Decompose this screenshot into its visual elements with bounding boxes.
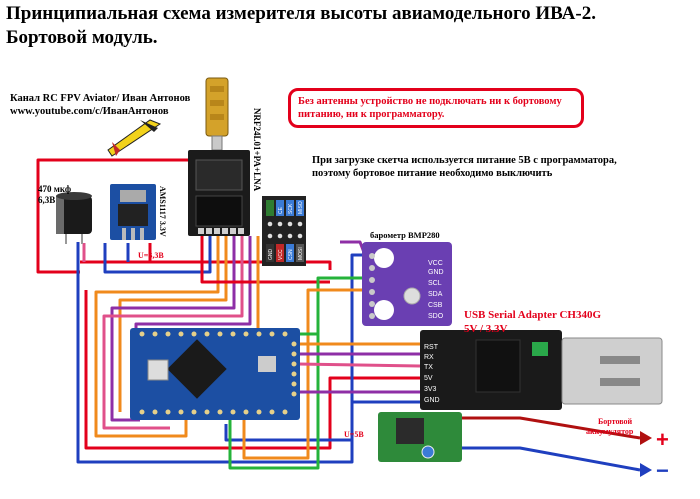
regulator-label: AMS1117 3.3V xyxy=(158,186,167,237)
radio-label: NRF24L01+PA+LNA xyxy=(252,108,262,192)
title-line-1: Принципиальная схема измерителя высоты а… xyxy=(6,3,596,24)
battery-plus-arrow-icon xyxy=(640,431,652,445)
wire-red-power xyxy=(36,158,188,274)
usb-pin-label: GND xyxy=(424,397,440,404)
battery-plus-sign: + xyxy=(656,427,669,452)
nrf-pin-label: MISO xyxy=(298,201,304,214)
sketch-upload-note: При загрузке скетча используется питание… xyxy=(312,155,617,179)
barometer-pin-label: CSB xyxy=(428,302,443,309)
usb-pin-label: TX xyxy=(424,364,433,371)
barometer-pin-label: VCC xyxy=(428,260,443,267)
wire-purple-1 xyxy=(110,236,236,422)
battery-minus-arrow-icon xyxy=(640,463,652,477)
nrf24-module xyxy=(188,150,250,236)
battery-minus-sign: − xyxy=(656,458,669,483)
wire-red-3v3 xyxy=(80,260,332,270)
dc-dc-converter xyxy=(378,412,462,462)
wire-orange-1 xyxy=(118,236,228,412)
wire-red-battery xyxy=(462,416,641,440)
wire-blue-gnd-5 xyxy=(224,424,352,442)
arduino-pro-mini xyxy=(130,328,300,420)
voltage-5v-label: U=5В xyxy=(344,430,364,439)
wire-red-nrf-vcc xyxy=(200,236,330,284)
capacitor-label-2: 6,3В xyxy=(38,195,55,205)
antenna-icon xyxy=(205,77,229,151)
nrf-pin-label: CE xyxy=(278,206,284,214)
usb-pin-label: RST xyxy=(424,344,439,351)
usb-pin-label: 3V3 xyxy=(424,386,437,393)
usb-serial-adapter xyxy=(420,330,663,410)
barometer-pin-label: SDO xyxy=(428,313,444,320)
battery-label-2: аккумулятор xyxy=(586,427,634,436)
barometer-pin-label: SCL xyxy=(428,280,442,287)
nrf-pin-label: GND xyxy=(268,249,274,261)
nrf-pinout-diagram: GND CE SCK MISO VCC CSN MOSI xyxy=(262,196,306,266)
antenna-warning-box: Без антенны устройство не подключать ни … xyxy=(288,88,584,128)
barometer-pin-label: GND xyxy=(428,269,444,276)
nrf-pin-label: MOSI xyxy=(298,247,304,260)
nrf-pin-label: VCC xyxy=(278,249,284,260)
capacitor-icon xyxy=(56,192,92,244)
barometer-pin-label: SDA xyxy=(428,291,443,298)
nrf-pin-label: SCK xyxy=(288,203,294,214)
airplane-logo xyxy=(107,119,162,157)
title-line-2: Бортовой модуль. xyxy=(6,27,158,48)
bmp280-module xyxy=(362,242,452,326)
credit-line-1: Канал RC FPV Aviator/ Иван Антонов xyxy=(10,93,191,104)
wire-red-raw xyxy=(84,290,332,450)
credit-line-2: www.youtube.com/c/ИванАнтонов xyxy=(10,106,169,117)
wire-pink-1 xyxy=(102,236,244,430)
usb-adapter-label-1: USB Serial Adapter CH340G xyxy=(464,309,601,321)
battery-label-1: Бортовой xyxy=(598,417,633,426)
wire-blue-gnd-1 xyxy=(76,242,354,464)
regulator-module xyxy=(110,184,156,240)
usb-pin-label: 5V xyxy=(424,375,433,382)
wire-blue-battery xyxy=(462,446,641,472)
wire-blue-gnd-3 xyxy=(103,236,212,274)
wire-red-5v xyxy=(328,376,420,438)
capacitor-label-1: 470 мкф xyxy=(38,184,71,194)
voltage-3v3-label: U=3,3В xyxy=(138,251,164,260)
barometer-label: барометр BMP280 xyxy=(370,230,440,240)
wire-orange-sda xyxy=(242,288,370,460)
usb-pin-label: RX xyxy=(424,354,434,361)
wire-pink-tx2 xyxy=(297,362,421,368)
page-title: Принципиальная схема измерителя высоты а… xyxy=(6,2,696,50)
channel-credit: Канал RC FPV Aviator/ Иван Антонов www.y… xyxy=(10,92,190,118)
nrf-pin-label: CSN xyxy=(288,249,294,260)
usb-adapter-label-2: 5V / 3.3V xyxy=(464,323,508,335)
wire-green-scl xyxy=(228,276,370,470)
